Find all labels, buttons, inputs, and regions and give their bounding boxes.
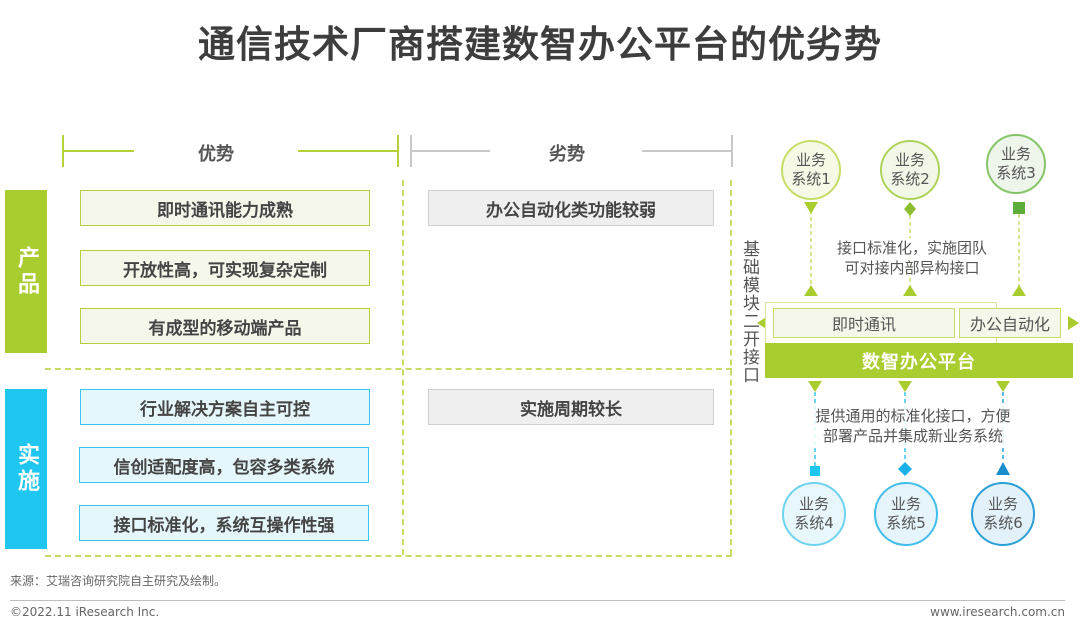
header-line: [62, 150, 134, 152]
business-system-5: 业务 系统5: [874, 482, 938, 546]
advantage-item: 行业解决方案自主可控: [80, 389, 370, 425]
square-marker: [810, 466, 820, 476]
website-link[interactable]: www.iresearch.com.cn: [930, 605, 1065, 619]
arrow-down-icon: [808, 381, 822, 392]
footer-divider: [10, 600, 1065, 601]
business-system-2: 业务 系统2: [880, 140, 940, 200]
module-oa: 办公自动化: [959, 308, 1061, 338]
header-tick: [397, 135, 399, 167]
column-divider: [402, 180, 404, 555]
source-note: 来源：艾瑞咨询研究院自主研究及绘制。: [10, 574, 227, 588]
disadvantages-label: 劣势: [549, 144, 585, 165]
business-system-1: 业务 系统1: [781, 140, 841, 200]
bottom-note-line: 提供通用的标准化接口，方便: [815, 407, 1011, 425]
header-line: [298, 150, 398, 152]
arrow-up-icon: [903, 285, 917, 296]
header-line: [410, 150, 490, 152]
system-label: 业务 系统2: [890, 151, 930, 188]
row-divider: [45, 555, 732, 557]
advantage-item: 有成型的移动端产品: [80, 308, 370, 344]
advantage-item: 信创适配度高，包容多类系统: [79, 447, 369, 483]
business-system-6: 业务 系统6: [971, 482, 1035, 546]
triangle-up-marker: [996, 462, 1010, 475]
page-title: 通信技术厂商搭建数智办公平台的优劣势: [198, 23, 882, 66]
system-label: 业务 系统5: [886, 495, 926, 532]
business-system-4: 业务 系统4: [782, 482, 846, 546]
arrow-up-icon: [804, 285, 818, 296]
advantages-label: 优势: [198, 144, 234, 165]
triangle-down-marker: [804, 202, 818, 214]
copyright: ©2022.11 iResearch Inc.: [10, 605, 160, 619]
system-label: 业务 系统4: [794, 495, 834, 532]
diamond-marker: [898, 462, 912, 476]
top-note-line: 可对接内部异构接口: [844, 259, 980, 277]
header-line: [642, 150, 732, 152]
system-label: 业务 系统6: [983, 495, 1023, 532]
square-marker: [1013, 202, 1025, 214]
diamond-marker: [904, 202, 916, 216]
category-implementation: 实施: [5, 389, 47, 549]
arrow-down-icon: [898, 381, 912, 392]
business-system-3: 业务 系统3: [986, 134, 1046, 194]
advantage-item: 即时通讯能力成熟: [80, 190, 370, 226]
module-im: 即时通讯: [773, 308, 955, 338]
system-label: 业务 系统3: [996, 145, 1036, 182]
row-divider: [45, 368, 732, 370]
advantage-item: 接口标准化，系统互操作性强: [79, 505, 369, 541]
category-product: 产品: [5, 190, 47, 353]
column-divider: [730, 180, 732, 555]
arrow-up-icon: [1012, 285, 1026, 296]
disadvantage-item: 实施周期较长: [428, 389, 714, 425]
top-note: 接口标准化，实施团队 可对接内部异构接口: [822, 238, 1002, 278]
arrow-right-icon: [1068, 316, 1079, 330]
side-label: 基础模块二开接口: [739, 240, 759, 384]
system-label: 业务 系统1: [791, 151, 831, 188]
top-note-line: 接口标准化，实施团队: [836, 239, 987, 257]
arrow-down-icon: [996, 381, 1010, 392]
bottom-note-line: 部署产品并集成新业务系统: [822, 427, 1003, 445]
header-tick: [731, 135, 733, 167]
advantage-item: 开放性高，可实现复杂定制: [80, 250, 370, 286]
bottom-note: 提供通用的标准化接口，方便 部署产品并集成新业务系统: [795, 406, 1031, 446]
disadvantage-item: 办公自动化类功能较弱: [428, 190, 714, 226]
platform-bar: 数智办公平台: [765, 343, 1073, 378]
